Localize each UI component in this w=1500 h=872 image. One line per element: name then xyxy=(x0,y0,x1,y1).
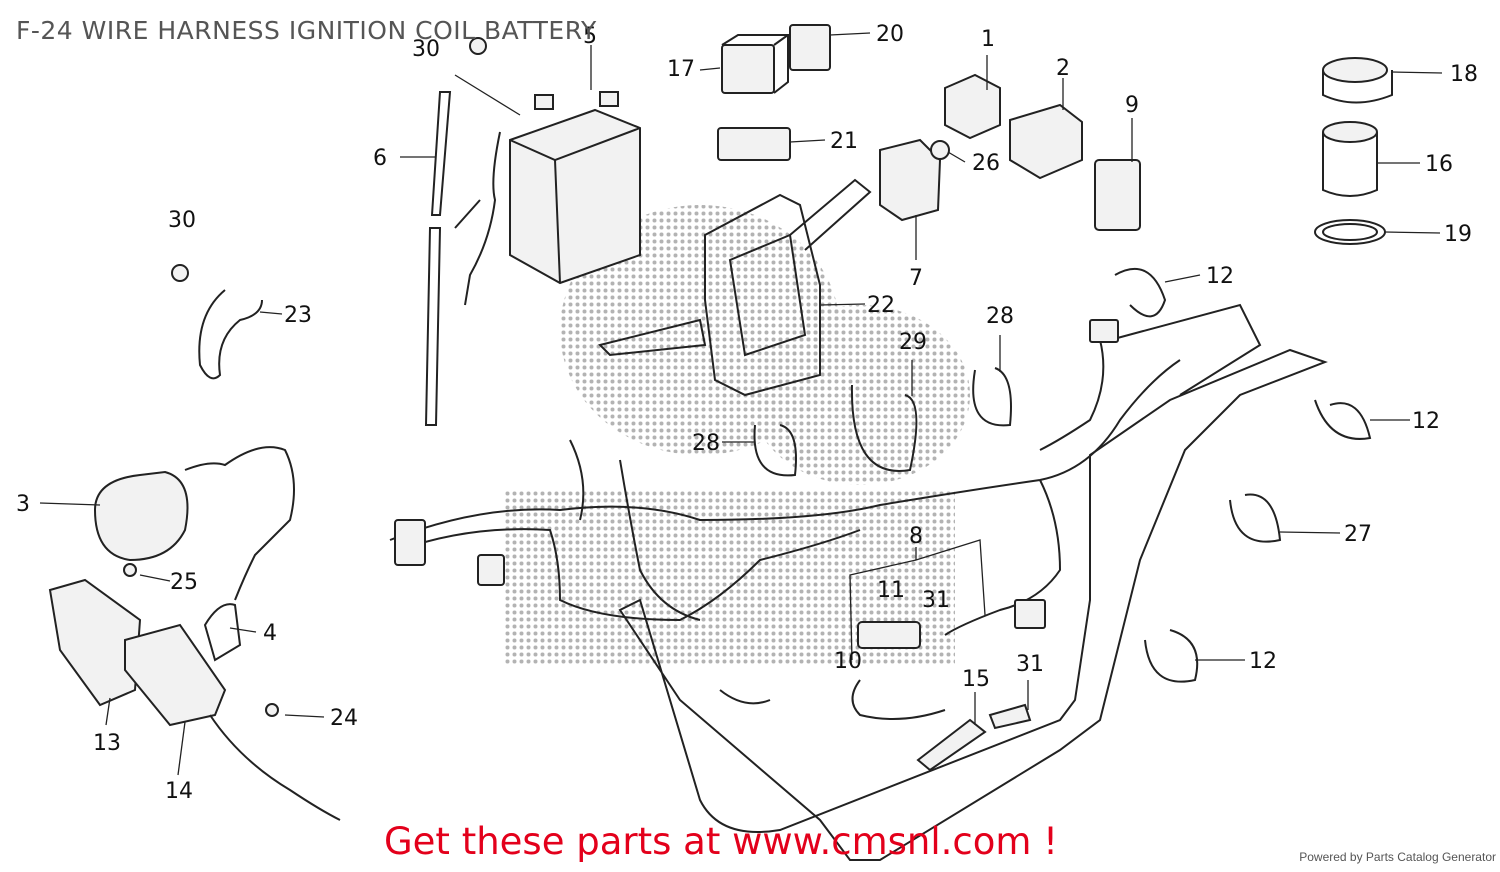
relays xyxy=(717,24,1141,231)
callout-9: 9 xyxy=(1125,93,1139,118)
callout-17: 17 xyxy=(667,57,695,82)
diagram-title: F-24 WIRE HARNESS IGNITION COIL BATTERY xyxy=(16,16,597,45)
ignition-coil xyxy=(93,446,295,662)
callout-3: 3 xyxy=(16,492,30,517)
electrical-bracket xyxy=(598,178,872,397)
callout-11: 11 xyxy=(877,578,905,603)
callout-8: 8 xyxy=(909,524,923,549)
callout-20: 20 xyxy=(876,22,904,47)
callout-13: 13 xyxy=(93,731,121,756)
callout-labels: 30 5 17 20 1 2 9 18 16 19 6 21 26 7 22 3… xyxy=(16,22,1478,804)
credit-text: Powered by Parts Catalog Generator xyxy=(1299,850,1496,864)
callout-23: 23 xyxy=(284,303,312,328)
callout-27: 27 xyxy=(1344,522,1372,547)
cdi-unit xyxy=(48,578,341,821)
callout-31a: 31 xyxy=(922,588,950,613)
callout-19: 19 xyxy=(1444,222,1472,247)
callout-25: 25 xyxy=(170,570,198,595)
wire-harness xyxy=(389,319,1181,636)
callout-26: 26 xyxy=(972,151,1000,176)
promo-link[interactable]: Get these parts at www.cmsnl.com ! xyxy=(384,820,1059,863)
callout-10: 10 xyxy=(834,649,862,674)
callout-2: 2 xyxy=(1056,56,1070,81)
callout-12a: 12 xyxy=(1206,264,1234,289)
callout-12c: 12 xyxy=(1249,649,1277,674)
callout-30a: 30 xyxy=(412,37,440,62)
callout-4: 4 xyxy=(263,621,277,646)
callout-12b: 12 xyxy=(1412,409,1440,434)
callout-28b: 28 xyxy=(692,431,720,456)
small-parts xyxy=(851,621,1032,772)
callout-21: 21 xyxy=(830,129,858,154)
callout-29: 29 xyxy=(899,330,927,355)
callout-6: 6 xyxy=(373,146,387,171)
frame-outline xyxy=(618,303,1328,861)
callout-28a: 28 xyxy=(986,304,1014,329)
callout-24: 24 xyxy=(330,706,358,731)
callout-5: 5 xyxy=(583,24,597,49)
leader-lines xyxy=(39,32,1443,776)
callout-14: 14 xyxy=(165,779,193,804)
cap-parts xyxy=(1314,57,1393,245)
battery xyxy=(454,91,641,306)
clamps xyxy=(753,267,1372,683)
callout-16: 16 xyxy=(1425,152,1453,177)
callout-1: 1 xyxy=(981,27,995,52)
callout-7: 7 xyxy=(909,266,923,291)
bolts xyxy=(123,37,487,717)
breather-tube xyxy=(424,91,452,426)
callout-18: 18 xyxy=(1450,62,1478,87)
callout-22: 22 xyxy=(867,293,895,318)
callout-31b: 31 xyxy=(1016,652,1044,677)
callout-30b: 30 xyxy=(168,208,196,233)
callout-15: 15 xyxy=(962,667,990,692)
